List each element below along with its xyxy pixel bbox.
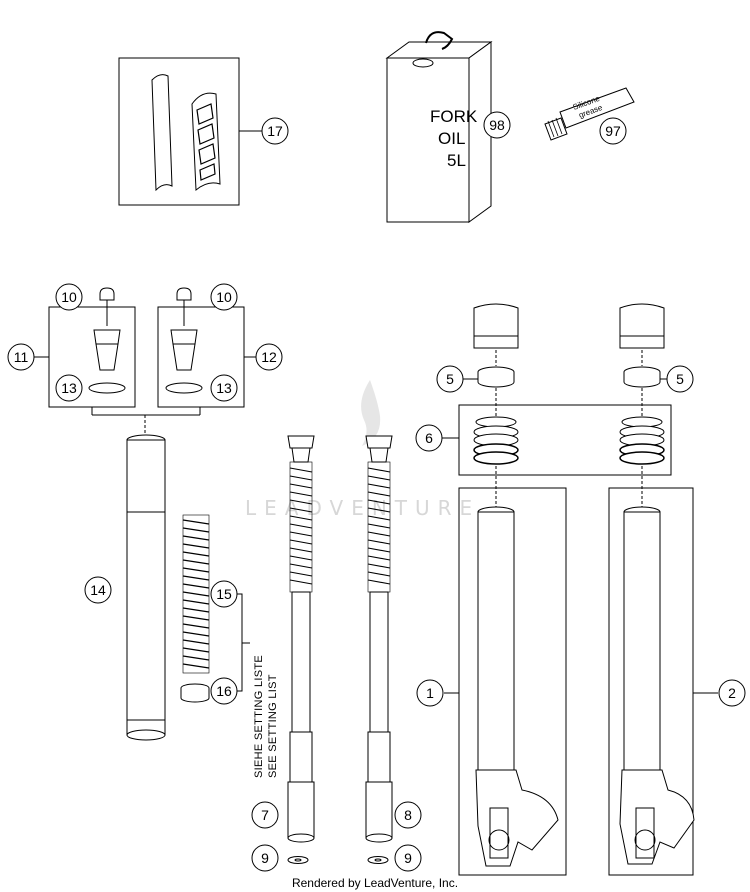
render-credit: Rendered by LeadVenture, Inc. (292, 876, 458, 890)
callout-15-label: 15 (216, 586, 232, 602)
part-9-washer-right[interactable] (367, 856, 389, 864)
callout-5b[interactable]: 5 (660, 365, 694, 393)
part-8-damper-cartridge-right[interactable] (365, 435, 393, 843)
callout-7[interactable]: 7 (251, 801, 279, 829)
callout-11-label: 11 (14, 349, 29, 365)
callout-15[interactable]: 15 (210, 580, 238, 608)
callout-5b-label: 5 (676, 371, 684, 387)
callout-6[interactable]: 6 (415, 424, 459, 452)
callout-7-label: 7 (261, 807, 269, 823)
callout-10b[interactable]: 10 (210, 283, 238, 311)
can-label-line2: OIL (438, 129, 465, 148)
callout-11[interactable]: 11 (7, 343, 49, 371)
callout-1-label: 1 (426, 685, 434, 701)
callout-10b-label: 10 (216, 289, 232, 305)
callout-8-label: 8 (404, 807, 412, 823)
can-label-line1: FORK (430, 107, 478, 126)
part-16-spacer[interactable] (180, 683, 210, 703)
part-11-cap-group-left[interactable] (48, 287, 200, 416)
part-5-bushing-left[interactable] (477, 366, 515, 388)
part-1-fork-leg-left[interactable] (458, 487, 567, 876)
callout-8[interactable]: 8 (394, 801, 422, 829)
part-97-grease-tube[interactable]: Silicone grease (544, 87, 635, 141)
callout-13a-label: 13 (61, 380, 77, 396)
callout-1[interactable]: 1 (416, 679, 459, 707)
upper-tube-stub-right (619, 303, 665, 349)
callout-14-label: 14 (90, 582, 106, 598)
callout-97-label: 97 (605, 123, 621, 139)
part-9-washer-left[interactable] (287, 856, 309, 864)
callout-13b-label: 13 (216, 380, 232, 396)
watermark: LEADVENTURE (245, 380, 480, 520)
callout-97[interactable]: 97 (599, 117, 627, 145)
watermark-text: LEADVENTURE (245, 496, 480, 520)
part-6-seal-kit[interactable] (458, 404, 672, 476)
callout-17-label: 17 (267, 123, 283, 139)
callout-5a-label: 5 (446, 371, 454, 387)
part-12-cap-group-right[interactable] (144, 287, 245, 436)
setting-note-line2: SEE SETTING LIST (267, 674, 279, 778)
callout-10a-label: 10 (61, 289, 77, 305)
callout-9a-label: 9 (261, 850, 269, 866)
callout-17[interactable]: 17 (261, 117, 289, 145)
part-7-damper-cartridge-left[interactable] (287, 435, 315, 843)
callout-14[interactable]: 14 (84, 576, 112, 604)
callout-12-label: 12 (261, 349, 277, 365)
callout-9b-label: 9 (404, 850, 412, 866)
part-98-fork-oil-can[interactable]: FORK OIL 5L (385, 31, 493, 223)
callout-2-label: 2 (728, 685, 736, 701)
assembly-lines (495, 350, 643, 508)
part-17-decal[interactable] (118, 57, 262, 206)
callout-10a[interactable]: 10 (55, 283, 83, 311)
part-2-fork-leg-right[interactable] (608, 487, 695, 876)
callout-2[interactable]: 2 (693, 679, 746, 707)
callout-5a[interactable]: 5 (436, 365, 478, 393)
callout-98[interactable]: 98 (483, 111, 511, 139)
setting-bracket (233, 593, 250, 692)
callout-6-label: 6 (425, 430, 433, 446)
upper-tube-stub-left (473, 303, 519, 349)
callout-16-label: 16 (216, 683, 232, 699)
callout-13a[interactable]: 13 (55, 374, 83, 402)
part-14-outer-tube[interactable] (126, 434, 166, 741)
setting-note-line1: SIEHE SETTING LISTE (253, 655, 265, 778)
callout-12[interactable]: 12 (244, 343, 283, 371)
part-15-fork-spring[interactable] (182, 514, 210, 674)
callout-13b[interactable]: 13 (210, 374, 238, 402)
can-label-line3: 5L (447, 151, 466, 170)
callout-16[interactable]: 16 (210, 677, 238, 705)
callout-9b[interactable]: 9 (394, 844, 422, 872)
callout-98-label: 98 (489, 117, 505, 133)
part-5-bushing-right[interactable] (623, 366, 661, 388)
callout-9a[interactable]: 9 (251, 844, 279, 872)
